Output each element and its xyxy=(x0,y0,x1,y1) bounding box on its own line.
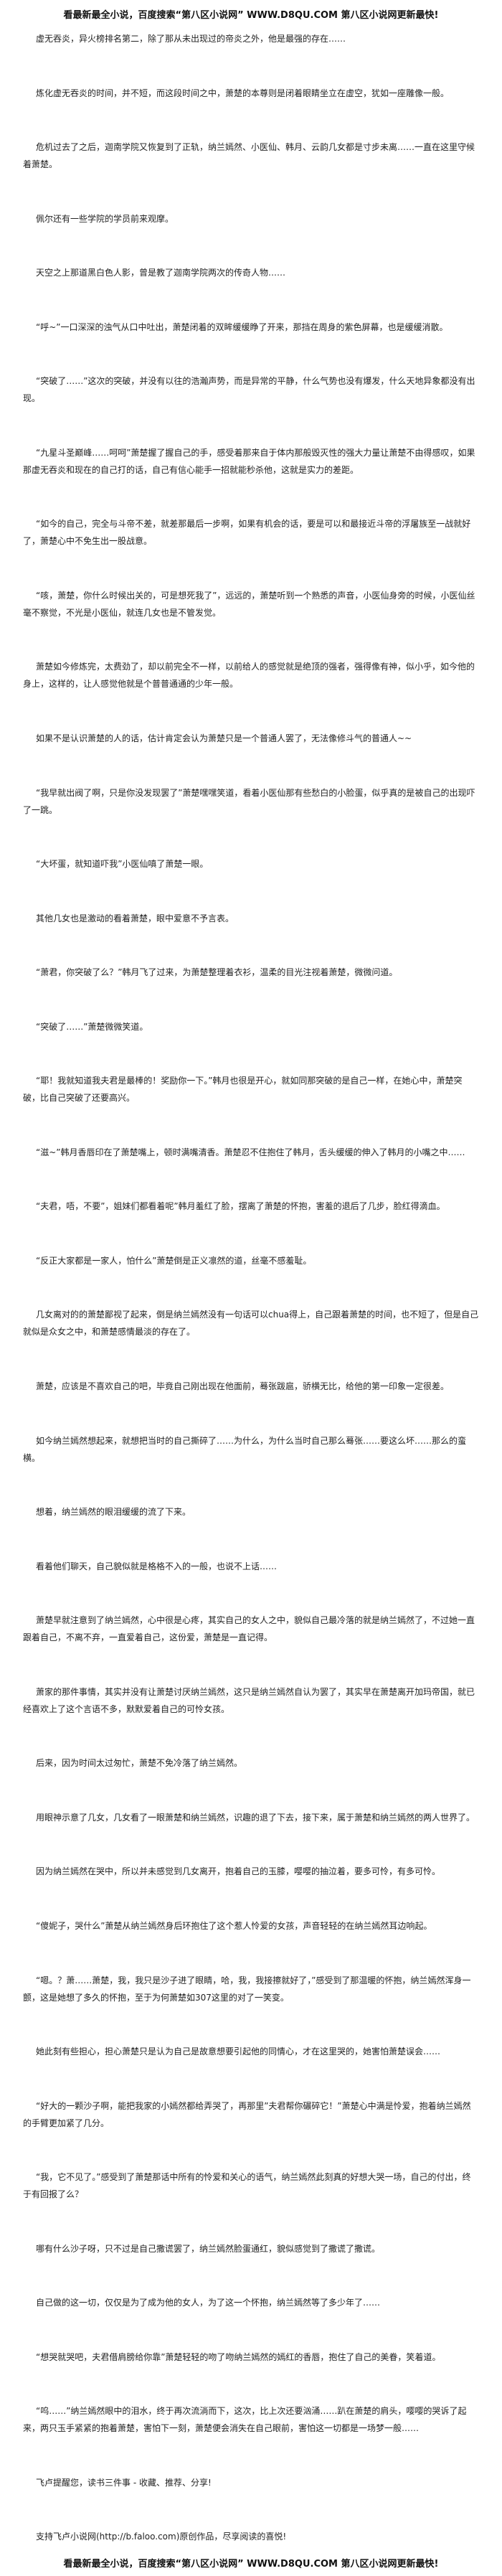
story-paragraph: “大坏蛋，就知道吓我”小医仙嗔了萧楚一眼。 xyxy=(36,859,209,870)
story-paragraph: 炼化虚无吞炎的时间，并不短，而这段时间之中，萧楚的本尊则是闭着眼睛坐立在虚空，犹… xyxy=(36,88,450,98)
story-paragraph: 因为纳兰嫣然在哭中，所以并未感觉到几女离开，抱着自己的玉膝，嘤嘤的抽泣着，要多可… xyxy=(36,1866,441,1877)
footer-banner: 看最新最全小说，百度搜索“第八区小说网” WWW.D8QU.COM 第八区小说网… xyxy=(63,2558,439,2570)
story-paragraph: 如果不是认识萧楚的人的话，估计肯定会认为萧楚只是一个普通人罢了，无法像修斗气的普… xyxy=(36,733,412,744)
story-paragraph: 天空之上那道黑白色人影，曾是教了迦南学院两次的传奇人物…… xyxy=(36,268,286,278)
story-paragraph: 萧楚如今修炼完，太费劲了，却以前完全不一样，以前给人的感觉就是绝顶的强者，强得像… xyxy=(23,662,475,690)
story-paragraph: 几女离对的的萧楚鄙视了起来，倒是纳兰嫣然没有一句话可以chua得上，自己跟着萧楚… xyxy=(23,1310,479,1338)
story-paragraph: “突破了……”这次的突破，并没有以往的浩瀚声势，而是异常的平静，什么气势也没有爆… xyxy=(23,376,475,404)
story-paragraph: 后来，因为时间太过匆忙，萧楚不免冷落了纳兰嫣然。 xyxy=(36,1758,243,1769)
chapter-content: 虚无吞炎，异火榜排名第二，除了那从未出现过的帝炎之外，他是最强的存在…… 炼化虚无… xyxy=(0,30,502,2546)
story-paragraph: 看着他们聊天，自己貌似就是格格不入的一般，也说不上话…… xyxy=(36,1561,278,1571)
story-paragraph: “呜……”纳兰嫣然眼中的泪水，终于再次流淌而下，这次，比上次还要汹涌……趴在萧楚… xyxy=(23,2406,467,2434)
story-paragraph: 萧楚早就注意到了纳兰嫣然，心中很是心疼，其实自己的女人之中，貌似自己最冷落的就是… xyxy=(23,1615,475,1643)
story-paragraph: 其他几女也是激动的看着萧楚，眼中爱意不予言表。 xyxy=(36,913,235,923)
story-paragraph: 虚无吞炎，异火榜排名第二，除了那从未出现过的帝炎之外，他是最强的存在…… xyxy=(36,34,346,44)
story-paragraph: 自己做的这一切，仅仅是为了成为他的女人，为了这一个怀抱，纳兰嫣然等了多少年了…… xyxy=(36,2298,381,2308)
story-paragraph: “呼~”一口深深的浊气从口中吐出，萧楚闭着的双眸缓缓睁了开来，那挡在周身的紫色屏… xyxy=(36,321,448,332)
story-paragraph: 如今纳兰嫣然想起来，就想把当时的自己撕碎了……为什么，为什么当时自己那么蓦张……… xyxy=(23,1435,467,1463)
story-paragraph: “反正大家都是一家人，怕什么”萧楚倒是正义凛然的道，丝毫不感羞耻。 xyxy=(36,1255,312,1266)
story-paragraph: “想哭就哭吧，夫君借肩膀给你靠”萧楚轻轻的吻了吻纳兰嫣然的嫣红的香唇，抱住了自己… xyxy=(36,2351,441,2362)
story-paragraph: “我早就出阀了啊，只是你没发现罢了”萧楚嘿嘿笑道，看着小医仙那有些愁白的小脸蛋，… xyxy=(23,787,475,815)
story-paragraph: 哪有什么沙子呀，只不过是自己撒谎罢了，纳兰嫣然脸蛋通红，貌似感觉到了撒谎了撒谎。 xyxy=(36,2243,381,2254)
story-paragraph: 飞卢提醒您，读书三件事 - 收藏、推荐、分享! xyxy=(36,2477,212,2488)
story-paragraph: “突破了……”萧楚微微笑道。 xyxy=(36,1021,148,1032)
story-paragraph: 萧家的那件事情，其实并没有让萧楚讨厌纳兰嫣然，这只是纳兰嫣然自认为罢了，其实早在… xyxy=(23,1686,475,1714)
story-paragraph: 用眼神示意了几女，几女看了一眼萧楚和纳兰嫣然，识趣的退了下去，接下来，属于萧楚和… xyxy=(36,1812,475,1823)
story-paragraph: “如今的自己，完全与斗帝不差，就差那最后一步啊，如果有机会的话，要是可以和最接近… xyxy=(23,519,471,547)
header-banner: 看最新最全小说，百度搜索“第八区小说网” WWW.D8QU.COM 第八区小说网… xyxy=(63,9,439,21)
story-paragraph: 支持飞卢小说网(http://b.faloo.com)原创作品，尽享阅读的喜悦! xyxy=(36,2532,287,2542)
story-paragraph: “我，它不见了。”感受到了萧楚那话中所有的怜爱和关心的语气，纳兰嫣然此刻真的好想… xyxy=(23,2172,471,2200)
story-paragraph: 她此刻有些担心，担心萧楚只是认为自己是故意想要引起他的同情心，才在这里哭的，她害… xyxy=(36,2046,441,2057)
story-paragraph: “咳，萧楚，你什么时候出关的，可是想死我了”，远远的，萧楚听到一个熟悉的声音，小… xyxy=(23,590,475,618)
story-paragraph: “傻妮子，哭什么”萧楚从纳兰嫣然身后环抱住了这个惹人怜爱的女孩，声音轻轻的在纳兰… xyxy=(36,1920,432,1931)
story-paragraph: 佩尔还有一些学院的学员前来观摩。 xyxy=(36,213,174,224)
story-paragraph: “耶！我就知道我夫君是最棒的！奖励你一下。”韩月也很是开心，就如同那突破的是自己… xyxy=(23,1076,463,1104)
story-paragraph: “滋~”韩月香唇印在了萧楚嘴上，顿时满嘴清香。萧楚忍不住抱住了韩月，舌头缓缓的伸… xyxy=(36,1147,465,1157)
story-paragraph: “好大的一颗沙子啊，能把我家的小嫣然都给弄哭了，再那里”夫君帮你碾碎它！”萧楚心… xyxy=(23,2100,471,2128)
story-paragraph: “萧君，你突破了么？”韩月飞了过来，为萧楚整理着衣衫，温柔的目光注视着萧楚，微微… xyxy=(36,967,398,978)
story-paragraph: “嗯。？萧……萧楚，我，我只是沙子进了眼睛，哈，我，我接擦就好了，”感受到了那温… xyxy=(23,1975,471,2003)
story-paragraph: 危机过去了之后，迦南学院又恢复到了正轨，纳兰嫣然、小医仙、韩月、云韵几女都是寸步… xyxy=(23,142,475,170)
story-paragraph: 想着，纳兰嫣然的眼泪缓缓的流了下来。 xyxy=(36,1507,191,1518)
story-paragraph: “夫君，唔，不要”，姐妹们都看着呢”韩月羞红了脸，摆离了萧楚的怀抱，害羞的退后了… xyxy=(36,1201,445,1212)
story-paragraph: “九星斗圣巅峰……呵呵”萧楚握了握自己的手，感受着那来自于体内那般毁灭性的强大力… xyxy=(23,447,475,475)
story-paragraph: 萧楚，应该是不喜欢自己的吧，毕竟自己刚出现在他面前，蓦张跋扈，骄横无比，给他的第… xyxy=(36,1381,450,1392)
